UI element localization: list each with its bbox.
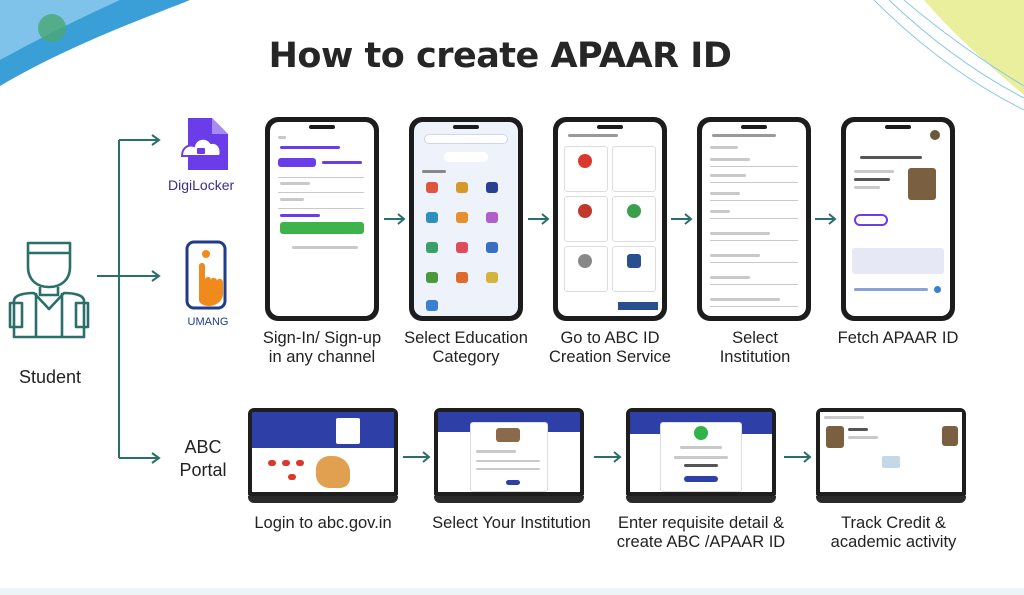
- arrow-to-abc-portal: [119, 452, 161, 464]
- step-login-label: Login to abc.gov.in: [254, 514, 392, 532]
- arrow-portal-3: [784, 451, 812, 463]
- phone-abc-service: [553, 117, 667, 321]
- connector-student: [97, 275, 119, 277]
- laptop-track-credit: [816, 408, 966, 503]
- arrow-portal-1: [403, 451, 431, 463]
- digilocker-label: DigiLocker: [168, 177, 235, 193]
- arrow-step-4: [815, 213, 837, 225]
- phone-select-institution: [697, 117, 811, 321]
- arrow-portal-2: [594, 451, 622, 463]
- arrow-step-2: [528, 213, 550, 225]
- step-track-credit-label: Track Credit &academic activity: [830, 514, 957, 551]
- laptop-create-id: [626, 408, 776, 503]
- student-icon: [6, 233, 92, 341]
- student-label: Student: [18, 367, 82, 387]
- arrow-to-umang: [119, 270, 161, 282]
- laptop-select-institution: [434, 408, 584, 503]
- arrow-step-3: [671, 213, 693, 225]
- umang-icon: [183, 240, 231, 312]
- arrow-step-1: [384, 213, 406, 225]
- step-select-institution-label: Select Your Institution: [432, 514, 591, 532]
- laptop-abc-login: [248, 408, 398, 503]
- decor-top-right: [854, 0, 1024, 110]
- arrow-to-digilocker: [119, 134, 161, 146]
- step-create-id-label: Enter requisite detail &create ABC /APAA…: [616, 514, 786, 551]
- decor-top-left: [0, 0, 190, 90]
- step-fetch-apaar-label: Fetch APAAR ID: [837, 329, 959, 347]
- phone-fetch-apaar: [841, 117, 955, 321]
- umang-label: UMANG: [187, 316, 229, 328]
- connector-vertical: [118, 140, 120, 458]
- phone-education-category: [409, 117, 523, 321]
- phone-signin: [265, 117, 379, 321]
- page-title: How to create APAAR ID: [268, 36, 732, 76]
- bottom-band: [0, 588, 1024, 595]
- digilocker-icon: [176, 116, 232, 172]
